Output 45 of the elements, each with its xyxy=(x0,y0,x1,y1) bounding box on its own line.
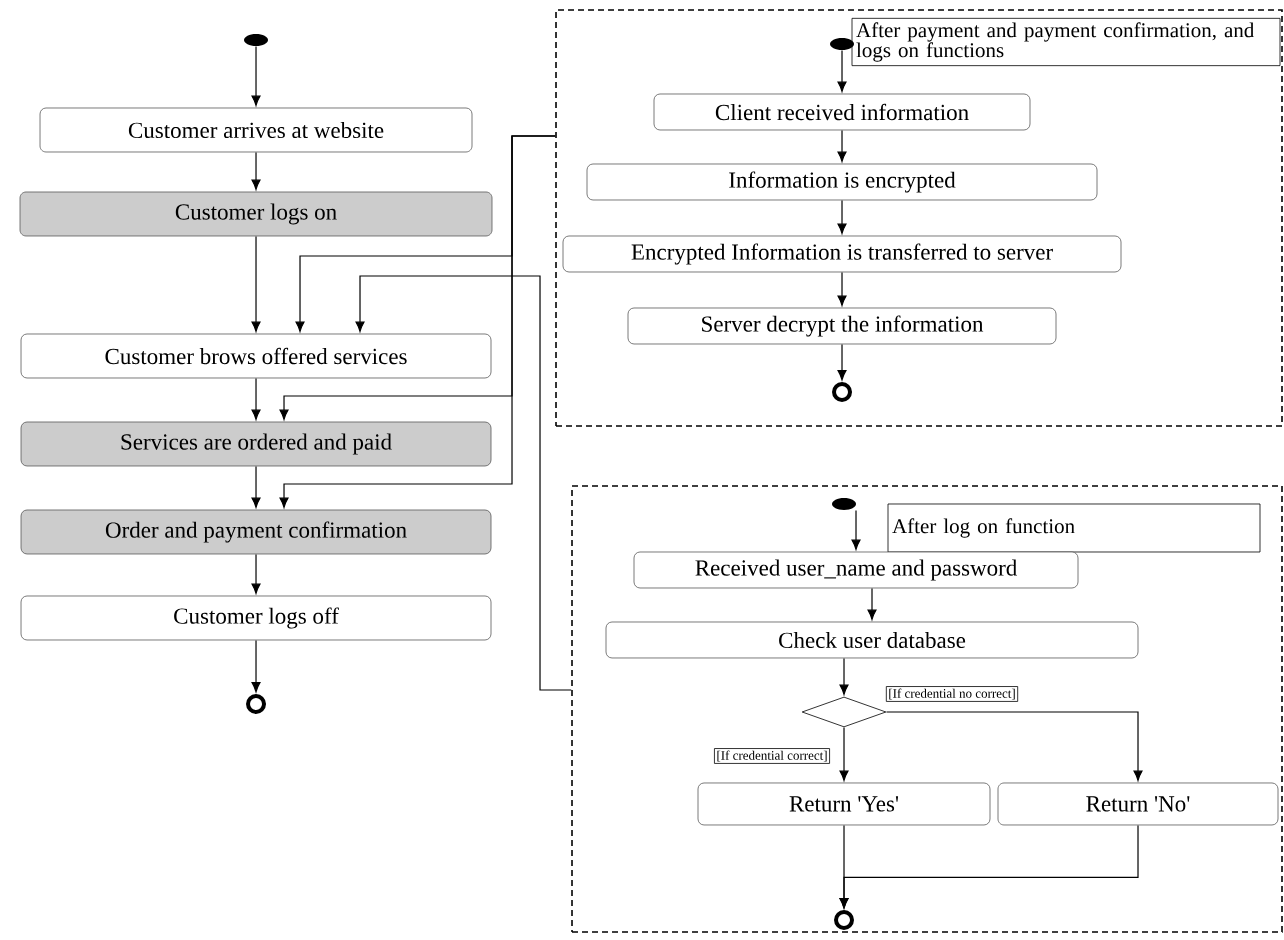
arrow xyxy=(837,49,847,92)
end-circle xyxy=(246,694,266,714)
arrow xyxy=(839,824,1139,909)
activity-box: Return 'No' xyxy=(997,782,1279,826)
arrow xyxy=(251,465,261,508)
arrow xyxy=(867,587,877,620)
arrow xyxy=(837,343,847,381)
activity-box: Client received information xyxy=(653,93,1031,131)
dashed-panel xyxy=(555,9,1283,427)
arrow xyxy=(251,151,261,190)
end-circle xyxy=(834,910,854,930)
activity-box: Check user database xyxy=(605,621,1139,659)
start-dot xyxy=(830,38,854,50)
start-dot xyxy=(244,34,268,46)
activity-box: Customer logs off xyxy=(20,595,492,641)
note-box: After log on function xyxy=(887,503,1261,553)
arrow xyxy=(839,726,849,781)
activity-box: Server decrypt the information xyxy=(627,307,1057,345)
activity-box: Customer arrives at website xyxy=(39,107,473,153)
arrow xyxy=(251,235,261,332)
arrow xyxy=(251,377,261,420)
note-box: After payment and payment confirmation, and logs on functions xyxy=(851,17,1281,67)
activity-box: Customer brows offered services xyxy=(20,333,492,379)
activity-box: Received user_name and password xyxy=(633,551,1079,589)
arrow xyxy=(839,657,849,695)
arrow xyxy=(837,129,847,162)
activity-box: Services are ordered and paid xyxy=(20,421,492,467)
activity-box: Customer logs on xyxy=(19,191,493,237)
activity-box: Return 'Yes' xyxy=(697,782,991,826)
arrow xyxy=(837,271,847,306)
activity-box: Order and payment confirmation xyxy=(20,509,492,555)
arrow xyxy=(279,135,556,508)
decision-diamond xyxy=(801,696,887,728)
arrow xyxy=(251,639,261,693)
start-dot xyxy=(832,498,856,510)
arrow xyxy=(885,711,1143,781)
end-circle xyxy=(832,382,852,402)
arrow xyxy=(251,553,261,594)
arrow xyxy=(251,45,261,106)
arrow xyxy=(355,275,572,691)
arrow xyxy=(851,509,861,550)
dashed-panel xyxy=(571,485,1283,933)
activity-box: Information is encrypted xyxy=(586,163,1098,201)
arrow xyxy=(837,199,847,234)
activity-box: Encrypted Information is transferred to server xyxy=(562,235,1122,273)
